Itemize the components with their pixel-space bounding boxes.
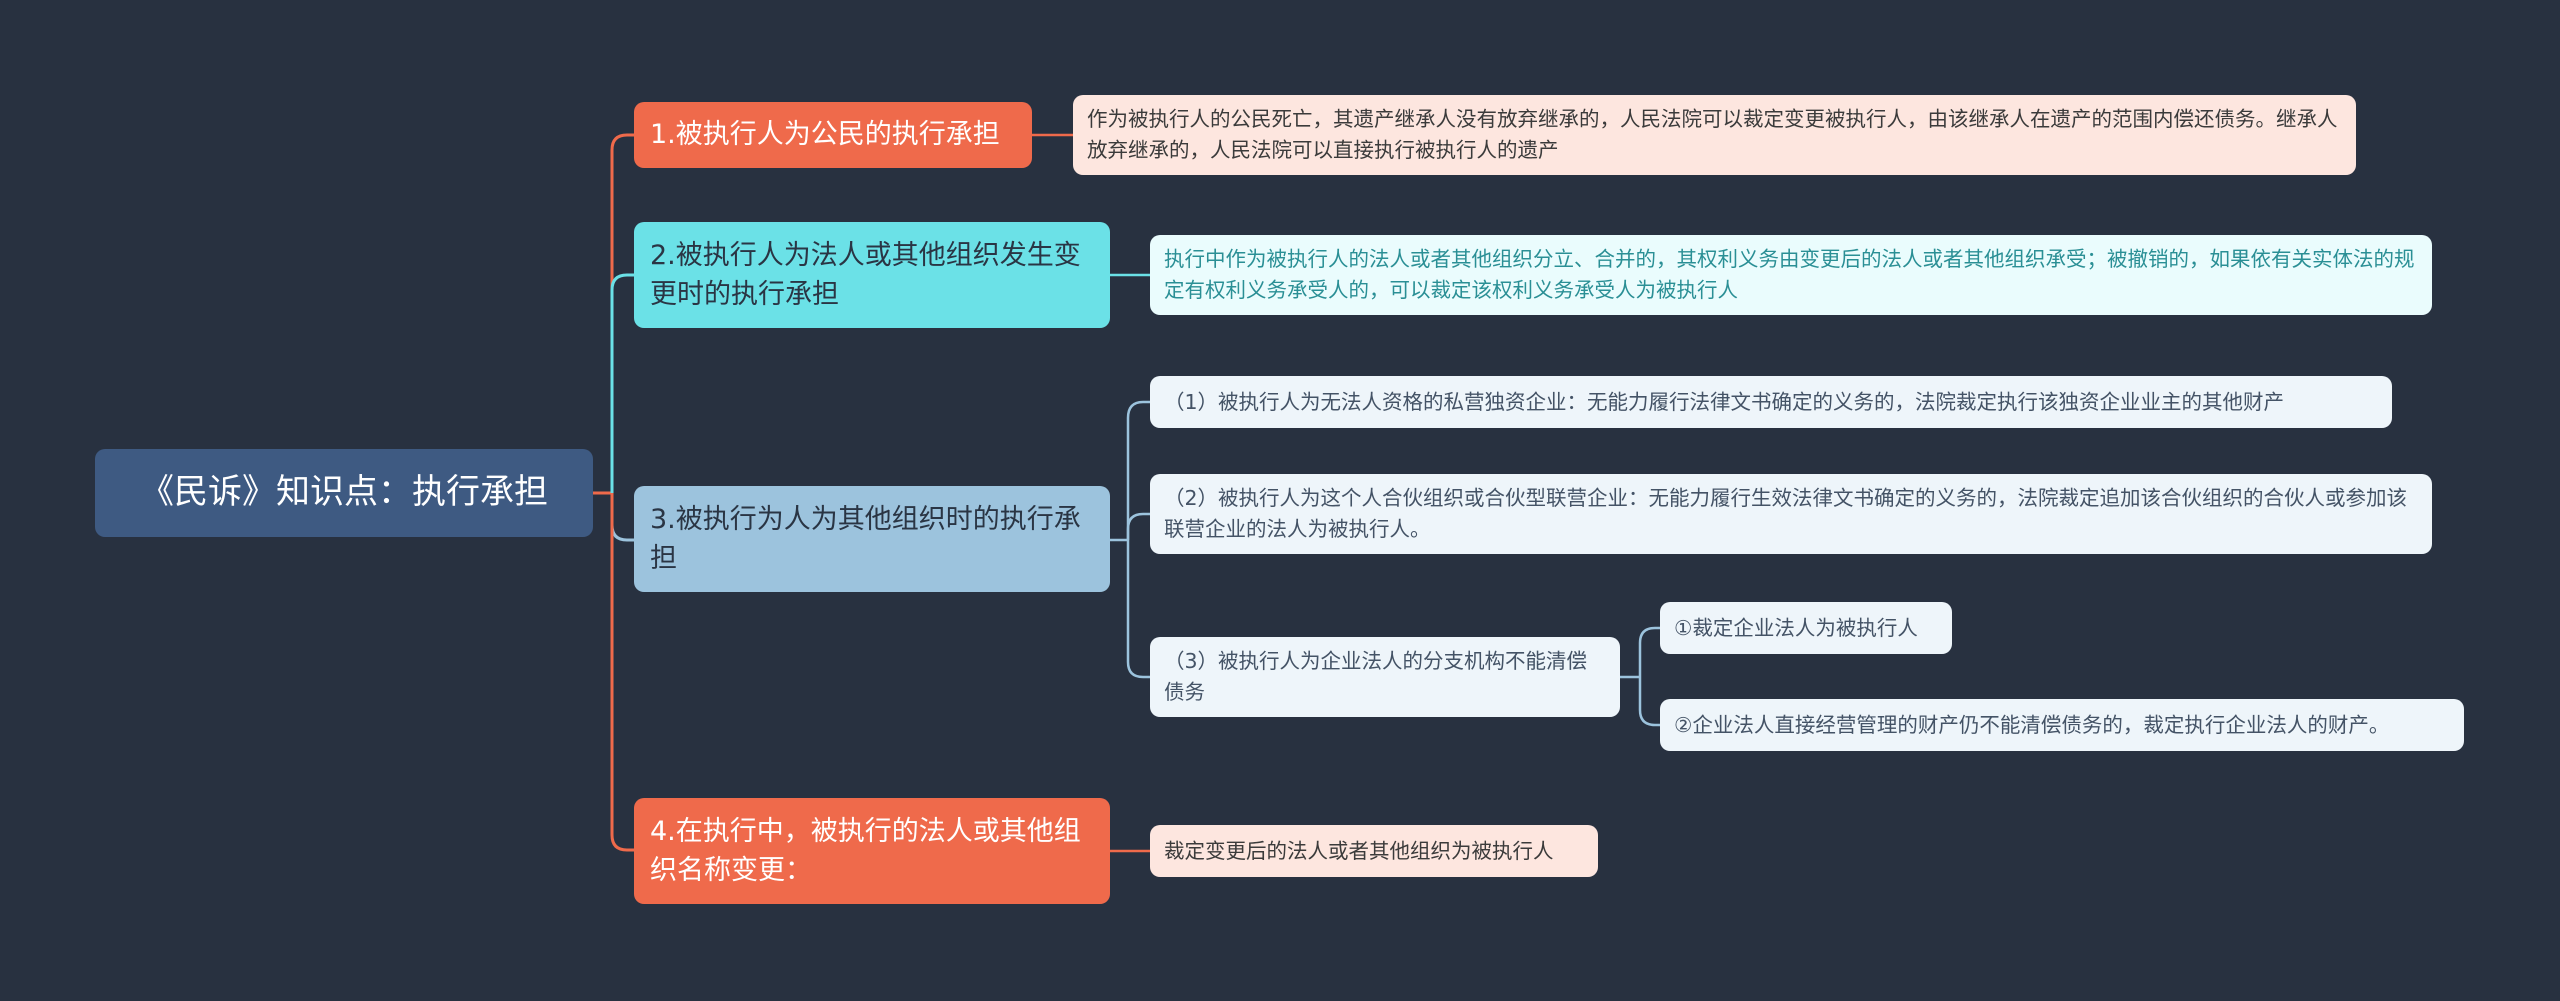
branch-2-detail-text: 执行中作为被执行人的法人或者其他组织分立、合并的，其权利义务由变更后的法人或者其… (1164, 247, 2415, 302)
connector-branch-4 (610, 493, 634, 852)
connector-sub-2 (1638, 677, 1660, 727)
branch-4[interactable]: 4.在执行中，被执行的法人或其他组织名称变更： (634, 798, 1110, 904)
connector-branch-1 (610, 133, 634, 493)
branch-3-sub-detail-2-text: ②企业法人直接经营管理的财产仍不能清偿债务的，裁定执行企业法人的财产。 (1674, 712, 2390, 737)
connector-b3-leaf-3 (1126, 540, 1150, 679)
branch-3-label: 3.被执行为人为其他组织时的执行承担 (650, 503, 1081, 574)
branch-3-sub-detail-1[interactable]: ①裁定企业法人为被执行人 (1660, 602, 1952, 654)
connector-sub-1 (1638, 626, 1660, 677)
branch-2-detail[interactable]: 执行中作为被执行人的法人或者其他组织分立、合并的，其权利义务由变更后的法人或者其… (1150, 235, 2432, 315)
branch-1-detail[interactable]: 作为被执行人的公民死亡，其遗产继承人没有放弃继承的，人民法院可以裁定变更被执行人… (1073, 95, 2356, 175)
root-topic-label: 《民诉》知识点：执行承担 (140, 472, 548, 513)
branch-3-detail-1[interactable]: （1）被执行人为无法人资格的私营独资企业：无能力履行法律文书确定的义务的，法院裁… (1150, 376, 2392, 428)
branch-3-detail-1-text: （1）被执行人为无法人资格的私营独资企业：无能力履行法律文书确定的义务的，法院裁… (1164, 389, 2285, 414)
branch-2[interactable]: 2.被执行人为法人或其他组织发生变更时的执行承担 (634, 222, 1110, 328)
branch-3-sub-detail-2[interactable]: ②企业法人直接经营管理的财产仍不能清偿债务的，裁定执行企业法人的财产。 (1660, 699, 2464, 751)
branch-4-detail[interactable]: 裁定变更后的法人或者其他组织为被执行人 (1150, 825, 1598, 877)
branch-4-detail-text: 裁定变更后的法人或者其他组织为被执行人 (1164, 838, 1554, 863)
connector-branch-3 (610, 493, 634, 542)
branch-3-detail-2[interactable]: （2）被执行人为这个人合伙组织或合伙型联营企业：无能力履行生效法律文书确定的义务… (1150, 474, 2432, 554)
branch-1-label: 1.被执行人为公民的执行承担 (650, 119, 1000, 151)
branch-1[interactable]: 1.被执行人为公民的执行承担 (634, 102, 1032, 168)
connector-b3-leaf-1 (1126, 400, 1150, 540)
connector-branch-2 (610, 273, 634, 493)
branch-3-detail-3-text: （3）被执行人为企业法人的分支机构不能清偿债务 (1164, 649, 1588, 704)
connector-b3-leaf-2 (1126, 512, 1150, 540)
branch-3-sub-detail-1-text: ①裁定企业法人为被执行人 (1674, 615, 1918, 640)
root-topic[interactable]: 《民诉》知识点：执行承担 (95, 449, 593, 537)
branch-3-detail-2-text: （2）被执行人为这个人合伙组织或合伙型联营企业：无能力履行生效法律文书确定的义务… (1164, 486, 2408, 541)
branch-2-label: 2.被执行人为法人或其他组织发生变更时的执行承担 (650, 239, 1081, 310)
branch-1-detail-text: 作为被执行人的公民死亡，其遗产继承人没有放弃继承的，人民法院可以裁定变更被执行人… (1087, 107, 2338, 162)
branch-3[interactable]: 3.被执行为人为其他组织时的执行承担 (634, 486, 1110, 592)
branch-4-label: 4.在执行中，被执行的法人或其他组织名称变更： (650, 815, 1081, 886)
branch-3-detail-3[interactable]: （3）被执行人为企业法人的分支机构不能清偿债务 (1150, 637, 1620, 717)
